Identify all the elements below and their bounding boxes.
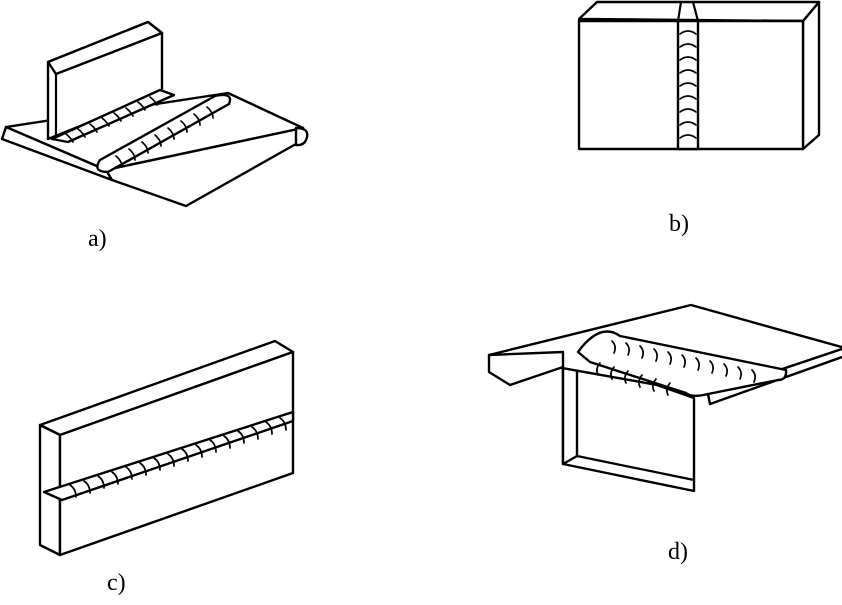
overhead-fillet-weld-ripples [596, 340, 756, 396]
panel-a-drawing [0, 20, 309, 208]
panel-b-label: b) [669, 211, 689, 237]
plate-right-side-face [801, 0, 821, 151]
overhead-plate-front-face [487, 350, 565, 387]
overhead-fillet-weld [576, 330, 788, 397]
vertical-butt-weld-ripples [679, 30, 697, 139]
fillet-weld-web-ripples [65, 96, 158, 143]
horizontal-butt-weld-ripples [69, 417, 287, 498]
panel-c-label: c) [107, 570, 126, 596]
plate-top-face [577, 0, 821, 23]
fillet-weld-web [50, 88, 176, 144]
weld-end-cap [294, 126, 309, 147]
panel-b-drawing [577, 0, 821, 151]
vertical-plate-top [46, 20, 164, 76]
vertical-butt-weld [676, 19, 700, 151]
base-plate-front-face [104, 126, 305, 208]
horizontal-butt-weld [42, 410, 295, 502]
panel-d-label: d) [668, 539, 688, 565]
lap-fillet-weld-ripples [115, 106, 214, 168]
panel-c-drawing [38, 339, 295, 557]
panel-a-label: a) [88, 226, 107, 252]
lap-fillet-weld [96, 93, 232, 174]
panel-d-drawing [487, 303, 842, 493]
